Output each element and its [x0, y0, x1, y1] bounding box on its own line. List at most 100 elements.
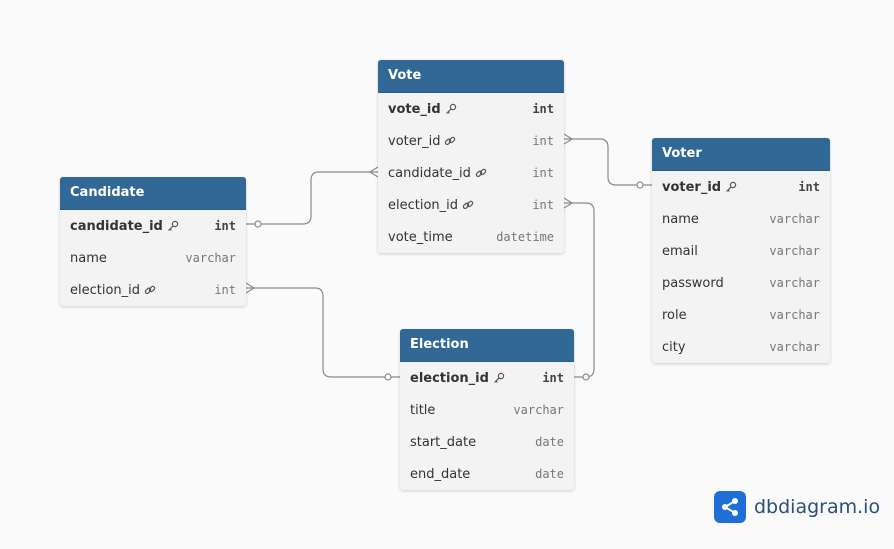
key-icon [493, 372, 505, 384]
column-name: name [662, 211, 699, 227]
column-name-wrap: vote_id [388, 102, 457, 117]
table-header[interactable]: Vote [378, 60, 564, 93]
column-name: voter_id [388, 133, 441, 149]
column-name-wrap: city [662, 340, 686, 355]
column-row[interactable]: password varchar [652, 267, 830, 299]
column-name: candidate_id [70, 218, 163, 234]
column-name: title [410, 402, 436, 418]
key-icon [167, 220, 179, 232]
column-name-wrap: candidate_id [70, 219, 179, 234]
column-name-wrap: start_date [410, 435, 476, 450]
link-icon [444, 135, 456, 147]
column-name-wrap: election_id [410, 371, 505, 386]
column-type: varchar [769, 212, 820, 226]
column-type: varchar [513, 403, 564, 417]
crowfoot-vote-candidate [368, 166, 379, 178]
brand-name: dbdiagram.io [754, 496, 881, 518]
one-marker-voter [636, 181, 644, 189]
column-row[interactable]: title varchar [400, 394, 574, 426]
column-type: int [214, 219, 236, 233]
column-name: password [662, 275, 724, 291]
column-name: vote_id [388, 101, 441, 117]
column-name-wrap: election_id [70, 283, 156, 298]
column-name: vote_time [388, 229, 453, 245]
table-header[interactable]: Voter [652, 138, 830, 171]
column-name: candidate_id [388, 165, 471, 181]
column-type: int [798, 180, 820, 194]
column-name: name [70, 250, 107, 266]
column-row[interactable]: name varchar [60, 242, 246, 274]
column-name: voter_id [662, 179, 722, 195]
column-type: date [535, 435, 564, 449]
column-row[interactable]: email varchar [652, 235, 830, 267]
one-marker-candidate [254, 220, 262, 228]
column-row[interactable]: voter_id int [378, 125, 564, 157]
table-header[interactable]: Candidate [60, 177, 246, 210]
column-row[interactable]: candidate_id int [378, 157, 564, 189]
column-type: date [535, 467, 564, 481]
column-name: end_date [410, 466, 471, 482]
column-type: varchar [769, 340, 820, 354]
column-name-wrap: title [410, 403, 435, 418]
share-nodes-icon [714, 491, 746, 523]
column-row[interactable]: election_id int [60, 274, 246, 306]
column-row[interactable]: election_id int [400, 362, 574, 394]
column-name-wrap: election_id [388, 198, 474, 213]
brand-logo[interactable]: dbdiagram.io [714, 491, 880, 523]
column-type: int [214, 283, 236, 297]
table-header[interactable]: Election [400, 329, 574, 362]
column-name-wrap: vote_time [388, 230, 453, 245]
column-type: int [542, 371, 564, 385]
column-row[interactable]: candidate_id int [60, 210, 246, 242]
column-type: int [532, 198, 554, 212]
column-name: email [662, 243, 698, 259]
table-voter[interactable]: Voter voter_id int name varchar email varchar… [652, 138, 830, 363]
link-icon [475, 167, 487, 179]
column-name: election_id [70, 282, 141, 298]
column-type: varchar [769, 244, 820, 258]
column-row[interactable]: start_date date [400, 426, 574, 458]
relation-candidate-election [246, 287, 400, 378]
column-row[interactable]: vote_id int [378, 93, 564, 125]
link-icon [462, 199, 474, 211]
column-row[interactable]: end_date date [400, 458, 574, 490]
column-name-wrap: voter_id [662, 180, 737, 195]
column-type: datetime [496, 230, 554, 244]
column-row[interactable]: vote_time datetime [378, 221, 564, 253]
table-election[interactable]: Election election_id int title varchar start… [400, 329, 574, 490]
column-name: city [662, 339, 686, 355]
one-marker-election-b [384, 373, 392, 381]
column-row[interactable]: name varchar [652, 203, 830, 235]
relation-vote-candidate [246, 171, 378, 225]
column-name: role [662, 307, 687, 323]
key-icon [725, 181, 737, 193]
column-type: int [532, 166, 554, 180]
crowfoot-vote-election [563, 197, 574, 209]
column-name-wrap: role [662, 308, 687, 323]
column-name-wrap: password [662, 276, 724, 291]
column-name-wrap: name [662, 212, 699, 227]
column-name-wrap: end_date [410, 467, 470, 482]
column-name-wrap: email [662, 244, 698, 259]
key-icon [445, 103, 457, 115]
column-name: start_date [410, 434, 477, 450]
crowfoot-vote-voter [563, 133, 574, 145]
column-type: int [532, 134, 554, 148]
column-type: int [532, 102, 554, 116]
column-name: election_id [388, 197, 459, 213]
one-marker-election-a [582, 373, 590, 381]
column-name-wrap: name [70, 251, 107, 266]
column-row[interactable]: city varchar [652, 331, 830, 363]
column-name-wrap: voter_id [388, 134, 456, 149]
column-row[interactable]: election_id int [378, 189, 564, 221]
column-row[interactable]: voter_id int [652, 171, 830, 203]
relation-vote-voter [564, 138, 652, 186]
column-type: varchar [769, 276, 820, 290]
link-icon [144, 284, 156, 296]
column-type: varchar [185, 251, 236, 265]
